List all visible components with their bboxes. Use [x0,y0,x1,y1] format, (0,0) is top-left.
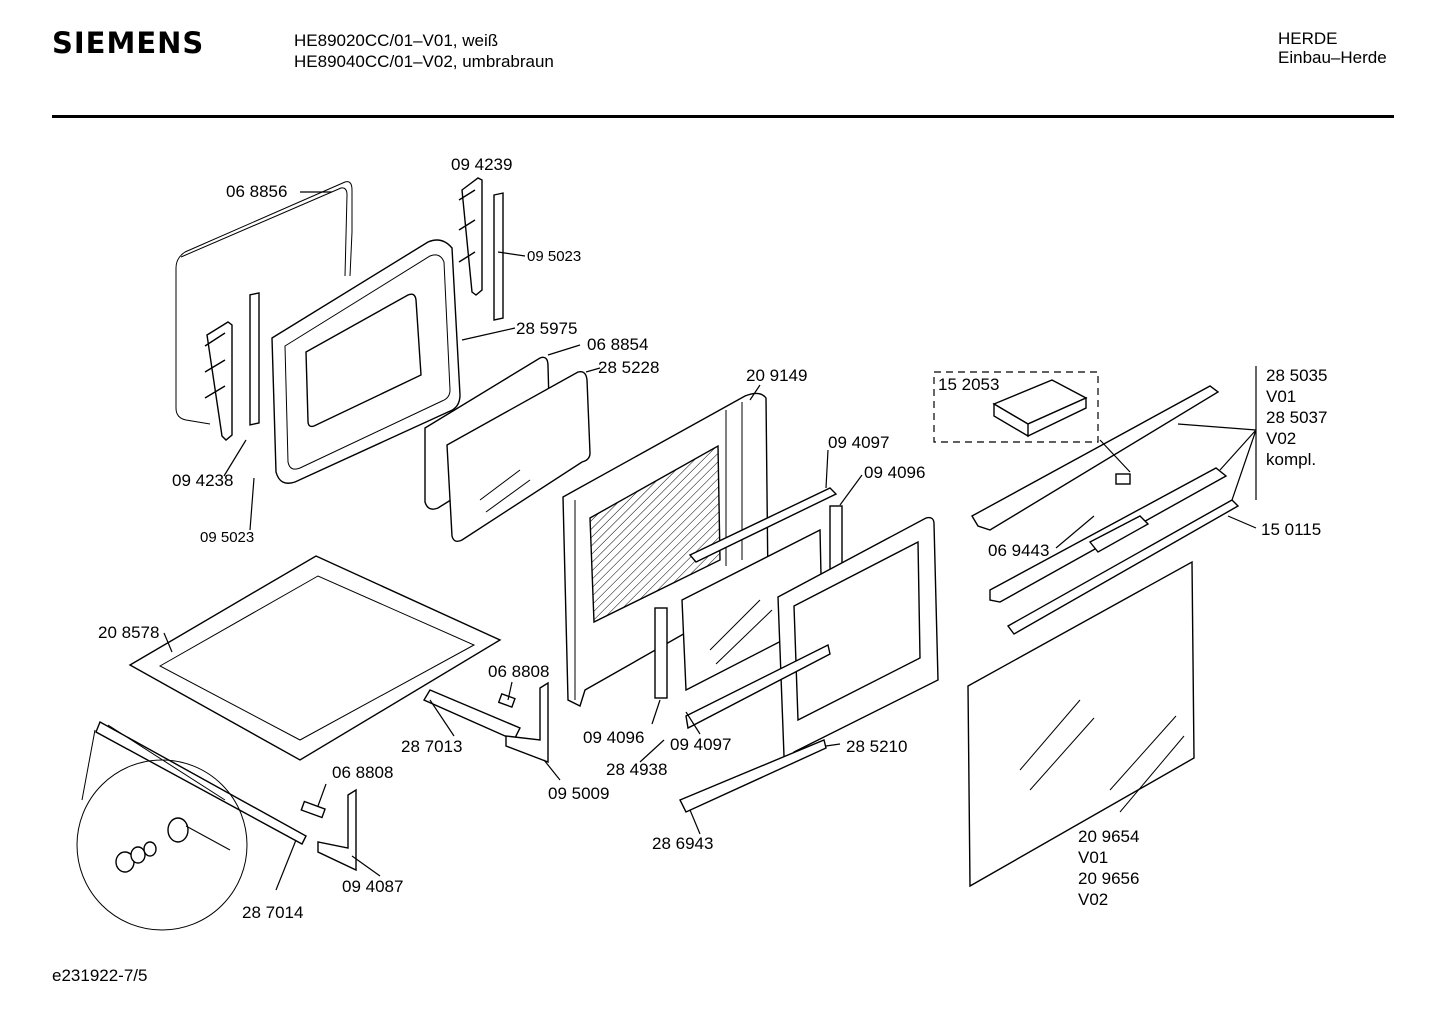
label-285210: 28 5210 [846,737,907,756]
bracket-094087-drawing [317,788,357,872]
label-095023-bottom: 09 5023 [200,529,254,546]
label-095009: 09 5009 [548,784,609,803]
label-286943: 28 6943 [652,834,713,853]
label-094096-top: 09 4096 [864,463,925,482]
category-line-2: Einbau–Herde [1278,48,1387,67]
label-152053: 15 2053 [938,375,999,394]
label-094238: 09 4238 [172,471,233,490]
label-285228: 28 5228 [598,358,659,377]
model-line-2: HE89040CC/01–V02, umbrabraun [294,52,554,71]
runner-drawing [95,721,307,845]
label-285035: 28 5035 [1266,366,1327,385]
label-209656: 20 9656 [1078,869,1139,888]
label-285975: 28 5975 [516,319,577,338]
label-094097-bottom: 09 4097 [670,735,731,754]
label-v02-top: V02 [1266,429,1296,448]
model-line-1: HE89020CC/01–V01, weiß [294,31,499,50]
model-numbers: HE89020CC/01–V01, weiß HE89040CC/01–V02,… [294,30,554,72]
label-068856: 06 8856 [226,182,287,201]
door-inner-panel-drawing [271,239,461,484]
label-285037: 28 5037 [1266,408,1327,427]
vent-part-069443-drawing [1088,515,1150,553]
label-209149: 20 9149 [746,366,807,385]
label-150115: 15 0115 [1261,520,1321,539]
bracket-095009-drawing [505,681,549,764]
inner-glass-drawing [446,370,591,543]
label-kompl: kompl. [1266,450,1316,469]
bottom-strip-drawing [685,643,831,730]
label-287014: 28 7014 [242,903,303,922]
hinge-right-drawing [458,177,483,296]
front-frame-drawing [562,392,769,707]
label-287013: 28 7013 [401,737,462,756]
category: HERDE Einbau–Herde [1278,29,1387,67]
brand-logo: SIEMENS [52,26,205,60]
label-095023-top: 09 5023 [527,248,581,265]
label-v01-top: V01 [1266,387,1296,406]
header-divider [52,115,1394,118]
hinge-strip-left-drawing [249,292,260,426]
label-209654: 20 9654 [1078,827,1139,846]
clip-top-drawing [497,692,516,708]
label-094097-top: 09 4097 [828,433,889,452]
label-068854: 06 8854 [587,335,648,354]
label-068808-top: 06 8808 [488,662,549,681]
label-094239: 09 4239 [451,155,512,174]
diagram-id: e231922-7/5 [52,966,148,985]
clip-bottom-drawing [300,800,326,819]
accessory-box-outline [933,371,1099,443]
outer-glass-drawing [967,560,1195,888]
baking-tray-drawing [128,555,502,761]
cover-rail-drawing [971,385,1220,531]
label-v02-bottom: V02 [1078,890,1108,909]
profile-strip-top-drawing [688,487,838,563]
side-bracket-bottom-drawing [654,607,668,699]
lower-trim-drawing [679,739,827,813]
roller-detail [115,817,231,873]
door-seal-drawing [175,181,353,425]
hinge-strip-right-drawing [493,192,504,321]
leader-lines [163,191,1257,891]
label-094096-bottom: 09 4096 [583,728,644,747]
seal-strip-150115-drawing [1006,499,1240,635]
label-208578: 20 8578 [98,623,159,642]
label-284938: 28 4938 [606,760,667,779]
label-v01-bottom: V01 [1078,848,1108,867]
label-094087: 09 4087 [342,877,403,896]
label-069443: 06 9443 [988,541,1049,560]
hinge-left-drawing [204,321,233,441]
category-line-1: HERDE [1278,29,1338,48]
label-068808-bottom: 06 8808 [332,763,393,782]
